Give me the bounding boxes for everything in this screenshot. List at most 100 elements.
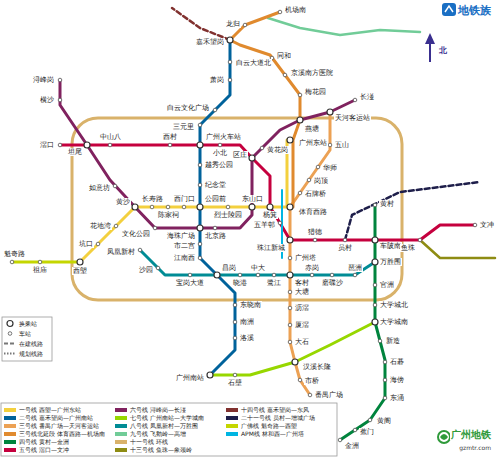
station-name: 北京路 [204,232,227,240]
station-dot [233,303,237,307]
logo-icon-mark [445,6,453,12]
interchange-symbol [7,321,13,327]
station-dot [343,238,347,242]
station-name: 文化公园 [121,230,151,238]
line-9 [268,18,420,35]
station-dot [330,273,334,277]
line-3 [290,112,330,395]
station-dot [298,378,302,382]
legend-row: 在建线路 [19,340,43,347]
line-21 [345,182,480,240]
station-name: 海珠广场 [166,232,196,240]
construction-line-symbol [4,343,16,345]
station-dot [288,323,292,327]
legend-swatch [4,416,16,420]
station-name: 鱼珠 [400,244,416,252]
legend-swatch [226,408,238,412]
interchange-dot [227,37,233,43]
station-name: 五山 [334,141,350,149]
guangfo-line [12,261,80,264]
station-name: 汉溪长隆 [302,363,332,371]
station-name: 凤凰新村 [106,248,136,256]
station-dot [243,23,247,27]
interchange-dot [84,142,90,148]
interchange-dot [372,259,378,265]
legend-swatch [226,432,238,436]
legend-text: 九号线 飞鹅岭—高增 [130,430,186,437]
station-dot [288,306,292,310]
legend-swatch [226,424,238,428]
station-dot [373,283,377,287]
station-name: 同和 [276,52,292,60]
station-dot [353,428,357,432]
station-name: 燕塘 [304,125,320,133]
station-dot [338,438,342,442]
legend-row: 十三号线 鱼珠—象颈岭 [115,446,192,453]
station-name: 大学城北 [379,301,409,309]
station-name: 公园前 [204,195,227,203]
station-name: 黄阁 [376,417,392,425]
legend-text: 二号线 嘉禾望岗—广州南站 [19,414,93,421]
interchange-dot [372,319,378,325]
station-dot [198,256,202,260]
station-name: 员村 [337,244,353,252]
station-dot [198,183,202,187]
station-name: 嘉禾望岗 [195,38,225,46]
station-dot [368,418,372,422]
station-dot [166,205,170,209]
line-14 [172,8,230,40]
station-name: 猎德 [307,228,323,236]
legend-row: 一号线 西塱—广州东站 [4,406,81,413]
interchange-dot [267,204,273,210]
station-name: 体育西路 [298,208,328,216]
station-dot [328,143,332,147]
interchange-dot [197,225,203,231]
station-dot [288,340,292,344]
station-name: 西塱 [72,267,88,275]
station-name: 宝岗大道 [175,279,205,287]
station-name: 如意坊 [88,184,111,192]
station-name: 珠江新城 [256,244,286,252]
station-name: 大石 [294,338,310,346]
station-dot [58,98,62,102]
station-dot [58,78,62,82]
legend-swatch [115,416,127,420]
station-name: 琶洲 [347,264,363,272]
station-name: 烈士陵园 [213,211,243,219]
station-name: 万胜围 [379,258,402,266]
station-dot [153,226,157,230]
interchange-dot [327,109,333,115]
station-name: 天河客运站 [334,114,371,122]
legend-frame [1,403,337,456]
station-name: 杨箕 [262,211,278,219]
legend-swatch [4,448,16,452]
station-name: 赤岗 [304,264,320,272]
interchange-dot [287,137,293,143]
station-name: 坑口 [78,240,94,248]
station-name: 石碁 [389,358,405,366]
station-dot [150,205,154,209]
station-name: 大学城南 [379,318,409,326]
legend-row: 八号线 凤凰新村—万胜围 [115,422,198,429]
station-dot [272,273,276,277]
station-name: 车陂南 [379,242,402,250]
station-dot [198,242,202,246]
station-name: 长湴 [359,93,375,101]
north-arrow [425,33,435,62]
legend-symbols [4,321,16,354]
station-name: 黄沙 [115,198,131,206]
interchange-dot [207,372,213,378]
station-dot [233,320,237,324]
station-dot [156,266,160,270]
logo-text: 地铁族 [457,4,492,17]
station-name: 机场南 [284,6,307,14]
station-name: 滘口 [39,141,55,149]
interchange-dot [287,204,293,210]
station-name: 江南西 [173,254,196,262]
legend-row: 九号线 飞鹅岭—高增 [115,430,186,437]
station-name: 五羊邨 [253,221,276,229]
legend-row: 三号线 番禺广场—天河客运站 [4,422,99,429]
